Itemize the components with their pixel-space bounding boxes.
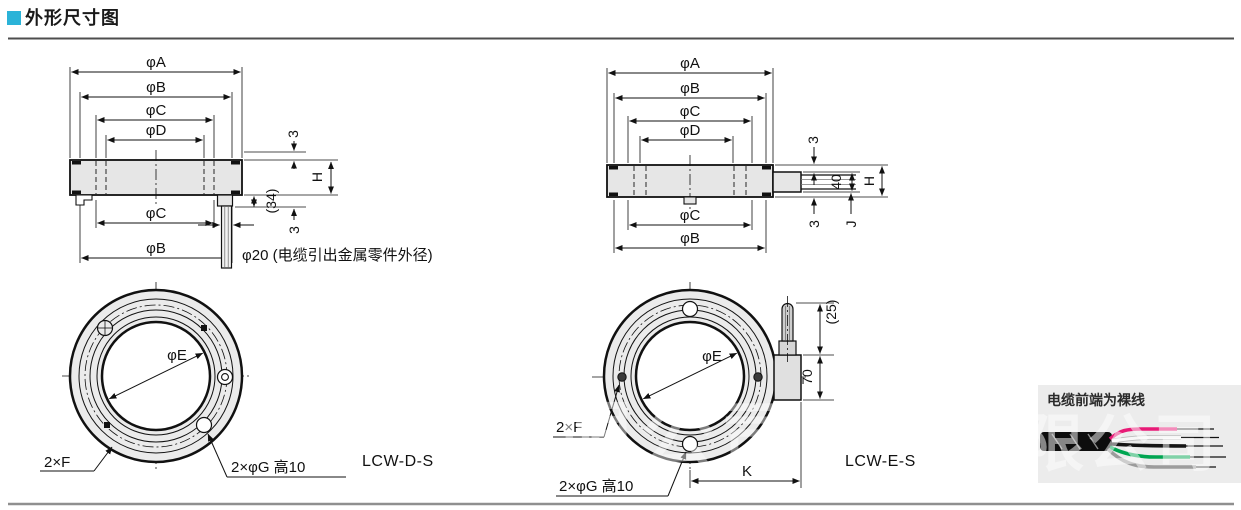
pin-f-2 <box>753 372 763 382</box>
connector-and-gland <box>773 296 802 401</box>
cable-note-label: φ20 (电缆引出金属零件外径) <box>242 247 433 264</box>
dim-label-j: J <box>843 221 859 228</box>
leader-2xF: 2×F <box>553 384 620 438</box>
leader-2xG: 2×φG 高10 <box>207 433 346 478</box>
right-section-dimensions: φA φB φC φD φC φB <box>608 55 772 251</box>
k-dimension: K <box>689 402 802 488</box>
pin-f-2 <box>104 422 110 428</box>
dim-label-phiB-lower: φB <box>680 230 700 247</box>
side-connector-block <box>772 171 802 193</box>
model-label-lcw-e-s: LCW-E-S <box>845 453 916 470</box>
green-wire <box>1109 445 1190 459</box>
left-plan-view: φE 2×F 2×φG 高 <box>40 282 346 478</box>
leader-2xG: 2×φG 高10 <box>556 451 687 497</box>
dim-label-70: 70 <box>799 369 815 385</box>
dim-label-phiC-lower: φC <box>146 205 167 222</box>
right-side-dimensions: 3 40 H 3 J <box>775 136 888 228</box>
left-section-dimensions: φA φB φC φD φC φB <box>71 54 241 261</box>
bolt-hole-bottom <box>681 435 699 453</box>
right-diagram: φA φB φC φD φC φB <box>553 55 916 497</box>
dim-label-phiA: φA <box>146 54 166 71</box>
label-2xF: 2×F <box>44 454 70 471</box>
cable-detail-box: 电缆前端为裸线 <box>1038 385 1241 483</box>
dim-label-bottom-step: 3 <box>286 226 302 234</box>
pin-f-1 <box>201 325 207 331</box>
left-cable-exit <box>216 194 234 269</box>
dim-label-phiA: φA <box>680 55 700 72</box>
dim-label-height: H <box>861 176 877 186</box>
dim-label-phiB-lower: φB <box>146 240 166 257</box>
label-2xG: 2×φG 高10 <box>559 478 633 495</box>
bolt-hole-top <box>681 300 699 318</box>
dim-label-40: 40 <box>828 174 844 190</box>
cable-illustration <box>1040 427 1226 469</box>
dim-label-phiD: φD <box>146 122 167 139</box>
dim-label-phiC: φC <box>680 103 701 120</box>
section-header: 外形尺寸图 <box>6 4 120 30</box>
dim-label-phiC-lower: φC <box>680 207 701 224</box>
pin-f-1 <box>617 372 627 382</box>
label-2xG: 2×φG 高10 <box>231 459 305 476</box>
bolt-hole-top-left <box>96 319 114 337</box>
dim-label-phiD: φD <box>680 122 701 139</box>
dim-label-top-step: 3 <box>805 136 821 144</box>
mounting-foot <box>75 194 93 206</box>
white-wire <box>1111 435 1181 443</box>
cable-box-title: 电缆前端为裸线 <box>1047 392 1145 408</box>
dim-label-height: H <box>309 172 325 182</box>
left-cable-dimension: φ20 (电缆引出金属零件外径) <box>198 222 433 264</box>
left-section-body <box>69 150 243 206</box>
dim-label-phiE: φE <box>167 347 187 364</box>
dim-label-phiC: φC <box>146 102 167 119</box>
side-cable <box>801 174 856 190</box>
page-title: 外形尺寸图 <box>25 8 120 28</box>
dim-label-phiB: φB <box>680 80 700 97</box>
dim-label-bottom-step: 3 <box>806 220 822 228</box>
right-plan-view: φE (25) <box>553 282 839 497</box>
left-diagram: φA φB φC φD φC φB <box>40 54 434 478</box>
gray-wire <box>1106 447 1196 469</box>
gland-dimensions: (25) 70 <box>796 300 839 401</box>
watermark-center: 有限公司 <box>480 395 800 478</box>
leader-2xF: 2×F <box>40 446 113 472</box>
dim-label-phiB: φB <box>146 79 166 96</box>
dim-label-cable-space: (34) <box>263 189 279 214</box>
black-wire <box>1111 442 1187 448</box>
label-2xF: 2×F <box>556 419 582 436</box>
dim-label-top-step: 3 <box>285 130 301 138</box>
pink-wire <box>1108 427 1177 441</box>
bottom-nub <box>683 196 697 205</box>
watermark-box: 限公司 <box>1022 410 1220 479</box>
cable-sheath <box>1040 432 1112 451</box>
bolt-hole-right <box>216 368 234 386</box>
right-section-body <box>606 155 856 212</box>
section-bullet-icon <box>7 11 21 25</box>
left-side-dimensions: 3 H (34) 3 <box>235 130 338 234</box>
model-label-lcw-d-s: LCW-D-S <box>362 453 434 470</box>
dim-label-phiE: φE <box>702 348 722 365</box>
bolt-hole-bottom <box>195 416 213 434</box>
dim-label-25: (25) <box>823 300 839 325</box>
right-section-extension-lines <box>606 68 774 253</box>
dim-label-k: K <box>742 463 752 480</box>
